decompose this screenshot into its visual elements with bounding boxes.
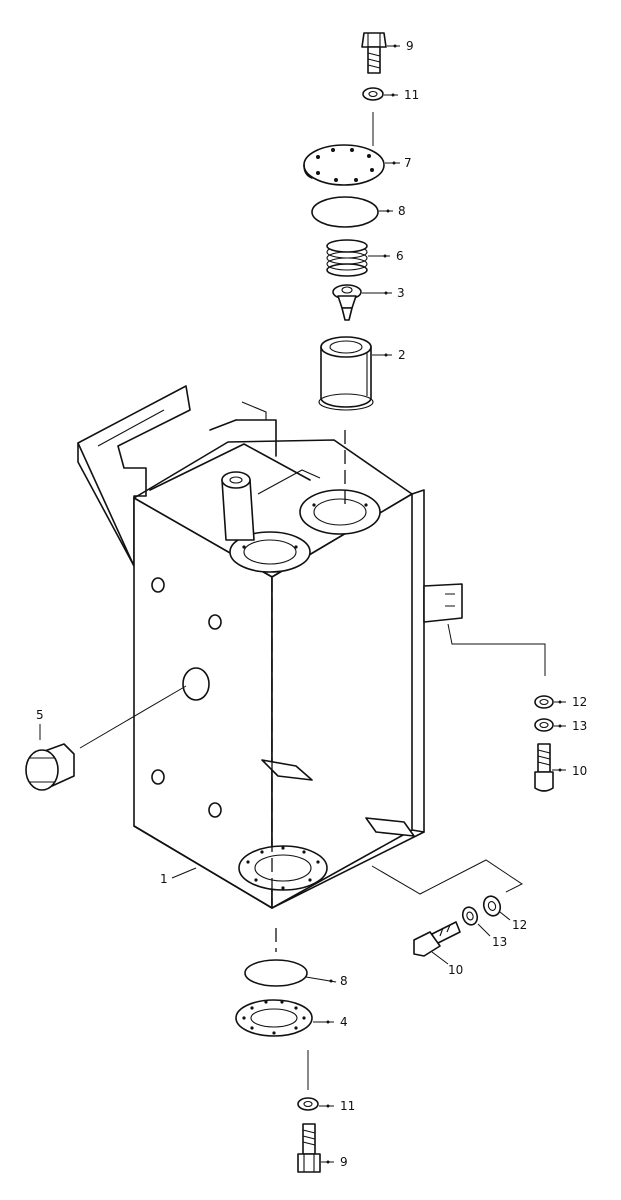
callout-13-bottom: 13 bbox=[492, 935, 507, 949]
callout-12-right: 12 bbox=[572, 695, 587, 709]
washer-11-bottom bbox=[297, 1097, 319, 1111]
bolt-9-bottom bbox=[297, 1123, 321, 1173]
callout-3: 3 bbox=[397, 286, 405, 300]
callout-12-bottom: 12 bbox=[512, 918, 527, 932]
bolt-9-top bbox=[361, 32, 387, 74]
plug-5 bbox=[25, 743, 75, 791]
callout-11-top: 11 bbox=[404, 88, 419, 102]
callout-13-right: 13 bbox=[572, 719, 587, 733]
callout-8-top: 8 bbox=[398, 204, 406, 218]
bolt-10-bottom bbox=[413, 921, 461, 957]
center-axis bbox=[271, 430, 346, 905]
washer-11-top bbox=[362, 87, 384, 101]
flange-4 bbox=[235, 999, 313, 1037]
callout-11-bottom: 11 bbox=[340, 1099, 355, 1113]
callout-10-bottom: 10 bbox=[448, 963, 463, 977]
spring-6 bbox=[326, 239, 368, 277]
callout-9-bottom: 9 bbox=[340, 1155, 348, 1169]
callout-2: 2 bbox=[398, 348, 406, 362]
callout-1: 1 bbox=[160, 872, 168, 886]
filter-element-2 bbox=[318, 336, 374, 411]
cover-plate-7 bbox=[303, 144, 385, 186]
callout-7: 7 bbox=[404, 156, 412, 170]
callout-4: 4 bbox=[340, 1015, 348, 1029]
callout-8-bottom: 8 bbox=[340, 974, 348, 988]
callout-6: 6 bbox=[396, 249, 404, 263]
o-ring-8-top bbox=[311, 196, 379, 228]
washer-12-bottom bbox=[482, 895, 502, 917]
washer-13-bottom bbox=[461, 906, 479, 926]
callout-9-top: 9 bbox=[406, 39, 414, 53]
o-ring-8-bottom bbox=[244, 959, 308, 987]
callout-5: 5 bbox=[36, 708, 44, 722]
callout-10-right: 10 bbox=[572, 764, 587, 778]
tank-body-1 bbox=[77, 385, 463, 909]
valve-3 bbox=[332, 284, 362, 321]
bolt-10-right bbox=[534, 743, 554, 792]
washer-12-right bbox=[534, 695, 554, 709]
washer-13-right bbox=[534, 718, 554, 732]
